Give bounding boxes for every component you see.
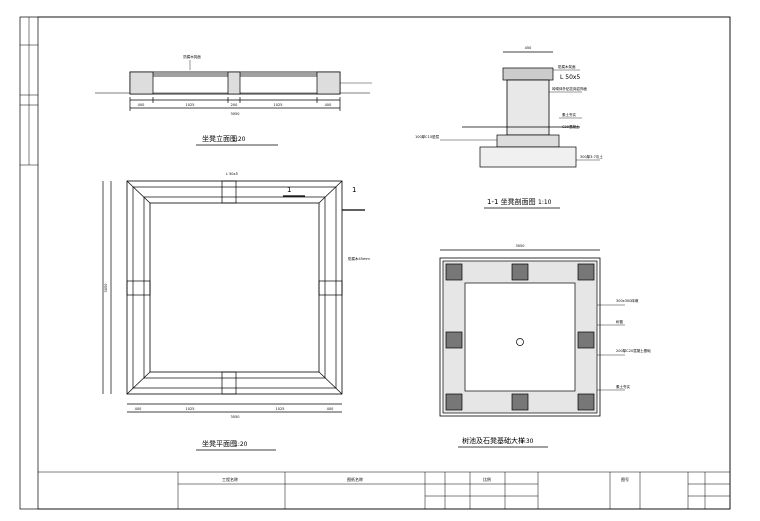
inner-frame <box>37 16 731 510</box>
left-binding-strip <box>20 17 38 166</box>
title-cell-project: 工程名称 <box>222 476 238 482</box>
elev-total-dim: 3050 <box>231 112 240 116</box>
section-scale: 1:10 <box>538 199 552 206</box>
plan-title: 坐凳平面图 <box>202 439 237 448</box>
section-note-5: 100厚C15垫层 <box>415 134 440 139</box>
elev-dim-2: 1025 <box>186 103 195 107</box>
plan-right-note: 防腐木45mm <box>348 256 370 261</box>
section-callout: L 50x5 <box>560 74 580 81</box>
plan-dim-3: 1025 <box>276 407 285 411</box>
section-foot-note: 300厚3:7灰土 <box>580 154 603 159</box>
section-note-4: C20混凝土 <box>562 124 580 129</box>
section-title: 1-1 坐凳剖面图 <box>487 197 536 206</box>
pool-note-2: 树篦 <box>616 319 624 324</box>
pool-scale: 1:30 <box>520 438 534 445</box>
title-block <box>38 471 730 509</box>
section-note-1: 防腐木凳面 <box>558 64 576 69</box>
bench-plan-view <box>102 180 365 413</box>
elev-dim-5: 400 <box>325 103 332 107</box>
pool-title: 树池及石凳基础大样 <box>462 436 525 445</box>
plan-dim-2: 1025 <box>186 407 195 411</box>
pool-top-dim: 3050 <box>516 244 525 248</box>
title-cell-drawing: 图纸名称 <box>347 476 363 482</box>
elev-dim-3: 200 <box>231 103 238 107</box>
pool-note-3: 200厚C20混凝土基础 <box>616 348 651 353</box>
tree-pool-plan-view <box>439 249 625 417</box>
elevation-scale: 1:20 <box>232 136 246 143</box>
plan-section-mark-2: 1 <box>352 186 356 194</box>
plan-total-dim: 3050 <box>231 415 240 419</box>
pool-note-4: 素土夯实 <box>616 384 630 389</box>
bench-section-view <box>440 51 600 168</box>
title-cell-sheet: 图号 <box>621 476 629 482</box>
plan-left-total: 3050 <box>104 284 108 293</box>
plan-dim-1: 400 <box>135 407 142 411</box>
sheet-border <box>19 16 731 510</box>
section-top-dim: 450 <box>525 46 532 50</box>
elevation-title: 坐凳立面图 <box>202 134 237 143</box>
plan-dim-4: 400 <box>327 407 334 411</box>
pool-note-1: 300x300砖墩 <box>616 298 639 303</box>
elev-dim-1: 400 <box>138 103 145 107</box>
section-note-2: 砖砌体外贴花岗岩饰面 <box>552 86 587 91</box>
section-note-3: 素土夯实 <box>562 112 576 117</box>
plan-section-mark: 1 <box>287 186 291 194</box>
bench-elevation-view <box>95 60 372 111</box>
plan-scale: 1:20 <box>234 441 248 448</box>
plan-callout: L 50x5 <box>226 172 238 176</box>
elev-dim-4: 1025 <box>274 103 283 107</box>
elev-note: 防腐木凳面 <box>183 54 201 59</box>
title-cell-scale: 比例 <box>483 476 491 482</box>
